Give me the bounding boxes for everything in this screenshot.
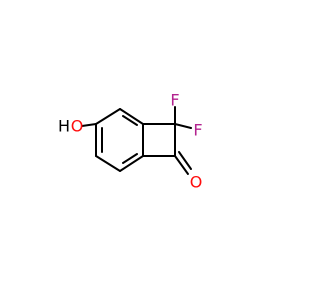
bond-ring-double-1 (122, 115, 138, 126)
bond-ring-3 (119, 155, 144, 172)
hydroxyl-oxygen-label: O (71, 117, 84, 136)
bond-carbonyl-2 (178, 151, 192, 170)
fluorine-label-1: F (170, 91, 179, 110)
bond-c-f-2 (174, 123, 192, 129)
fluorine-label-2: F (193, 121, 202, 140)
hydroxyl-hydrogen-label: H (58, 117, 70, 136)
bond-ring-4 (95, 155, 121, 172)
bond-c-oh (81, 123, 97, 127)
bond-ring-6 (95, 108, 121, 125)
structure-diagram: H O F F O (58, 91, 203, 192)
bond-carbonyl-1 (174, 155, 189, 175)
molecule-svg: H O F F O (58, 91, 203, 192)
bond-ring-double-2 (122, 153, 138, 164)
carbonyl-oxygen-label: O (190, 173, 203, 192)
bond-ring-1 (119, 108, 144, 125)
